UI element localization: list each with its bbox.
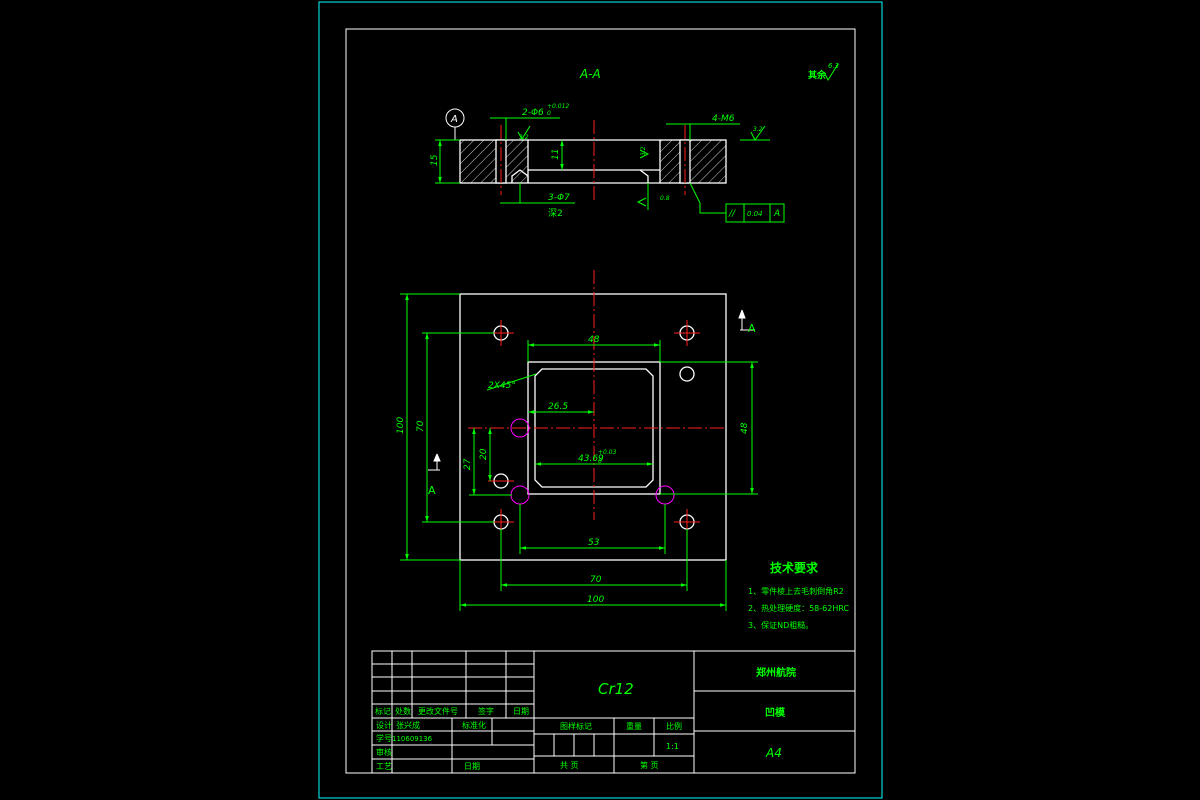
dim-chamfer: 2X45° [488, 381, 516, 391]
dim-bottom-b: 70 [590, 575, 602, 585]
label-stage-mark: 图样标记 [560, 721, 592, 731]
dim-left-outer: 100 [396, 417, 406, 434]
thru-callout-text: 3-Φ7 [548, 193, 570, 203]
hole-mid-right [679, 366, 695, 382]
section-left-hatch [459, 139, 529, 184]
section-mark-right-letter: A [748, 322, 756, 335]
section-label: A-A [579, 67, 601, 81]
bore-callout-tol-low: 0 [547, 110, 551, 117]
bore-callout-text: 2-Φ6 [522, 108, 544, 118]
tolerance-leader [689, 182, 726, 214]
tolerance-datum: A [773, 209, 780, 219]
dim-small-b: 20 [479, 448, 489, 460]
dim-height-text: 15 [430, 154, 440, 166]
surface-note: 其余 6.3 [808, 62, 839, 82]
bore-callout-tol: +0.012 [547, 103, 569, 110]
datum-letter: A [450, 114, 458, 125]
section-step-right [639, 169, 649, 183]
rev-header-sign: 签字 [478, 706, 494, 716]
scale-value: 1:1 [666, 742, 679, 751]
rev-header-count: 处数 [395, 706, 411, 716]
sign-extra-3: 日期 [464, 762, 480, 771]
dim-right-height: 48 [740, 422, 750, 434]
surface-note-roughness: 6.3 [828, 62, 839, 70]
section-mark-left: A [428, 453, 441, 497]
thru-callout-depth: 深2 [548, 208, 563, 219]
sign-role-1: 学号 [376, 733, 392, 743]
section-right-hatch [659, 139, 727, 184]
label-sheets-total: 共 页 [560, 761, 579, 770]
tolerance-frame: // 0.04 A [725, 203, 785, 223]
sign-name-1: 110609136 [392, 735, 433, 743]
tech-requirements: 技术要求 1、零件棱上去毛刺倒角R2 2、热处理硬度：58-62HRC 3、保证… [748, 560, 850, 630]
plan-view: A A 48 2X45° 26.5 43.69 +0.03 0 48 100 7… [396, 270, 758, 611]
roughness-symbol-icon [517, 125, 531, 140]
sign-role-0: 设计 [376, 720, 392, 730]
label-weight: 重量 [626, 721, 642, 731]
rev-header-doc: 更改文件号 [418, 706, 458, 716]
section-mark-left-letter: A [428, 484, 436, 497]
dim-bottom-a: 53 [588, 538, 600, 548]
sign-extra-0: 标准化 [462, 720, 486, 730]
sheet-size: A4 [765, 746, 782, 760]
dim-inner: 43.69 [578, 454, 604, 464]
tolerance-symbol: // [728, 209, 736, 219]
tech-title: 技术要求 [770, 560, 819, 575]
pin-hole-left [510, 418, 530, 438]
tech-item-3: 3、保证ND粗糙。 [748, 620, 813, 630]
hole-mid-left [488, 473, 514, 489]
pin-hole-bottom-left [510, 485, 530, 505]
roughness-symbol-icon [639, 149, 650, 159]
section-mark-right: A [738, 309, 756, 335]
dim-inner-tol: +0.03 [598, 449, 617, 456]
part-name: 凹模 [765, 706, 786, 719]
dim-inner-tol-low: 0 [598, 458, 602, 465]
roughness-r1: 3.2 [519, 134, 529, 141]
pin-hole-bottom-right [655, 485, 675, 505]
roughness-symbol-icon [750, 125, 766, 141]
roughness-symbol-icon [636, 197, 647, 207]
school-name: 郑州航院 [756, 666, 796, 679]
roughness-symbol-icon [823, 63, 839, 82]
tech-item-1: 1、零件棱上去毛刺倒角R2 [748, 586, 844, 596]
label-sheet-no: 第 页 [640, 760, 659, 770]
dim-left-inner: 70 [416, 420, 426, 432]
dim-small-a: 27 [463, 458, 473, 470]
roughness-r2: 3.2 [753, 126, 763, 133]
dim-offset: 26.5 [548, 402, 568, 412]
dim-depth-text: 11 [551, 149, 561, 160]
sign-role-3: 工艺 [376, 762, 392, 771]
tap-callout-text: 4-M6 [712, 114, 735, 124]
rev-header-mark: 标记 [375, 706, 391, 716]
tech-item-2: 2、热处理硬度：58-62HRC [748, 603, 850, 613]
hole-top-right [674, 320, 700, 346]
roughness-r3: 3.2 [640, 146, 647, 156]
dim-bottom-c: 100 [587, 595, 604, 605]
dim-top-width: 48 [588, 335, 600, 345]
section-view: A 15 11 2-Φ6 +0.012 0 3.2 4-M6 3.2 3.2 3… [430, 103, 785, 223]
sign-role-2: 审核 [376, 747, 392, 757]
sign-name-0: 张兴成 [396, 720, 420, 730]
outer-frame [318, 1, 883, 799]
tolerance-value: 0.04 [747, 210, 763, 218]
plan-outline [459, 293, 727, 561]
rev-header-date: 日期 [513, 707, 529, 716]
label-scale: 比例 [666, 721, 682, 731]
section-counterbore [511, 169, 529, 183]
roughness-r4: 0.8 [660, 195, 670, 202]
material: Cr12 [598, 680, 634, 698]
surface-note-text: 其余 [808, 69, 827, 81]
title-block: 标记 处数 更改文件号 签字 日期 设计 张兴成 标准化 学号 11060913… [371, 650, 856, 774]
